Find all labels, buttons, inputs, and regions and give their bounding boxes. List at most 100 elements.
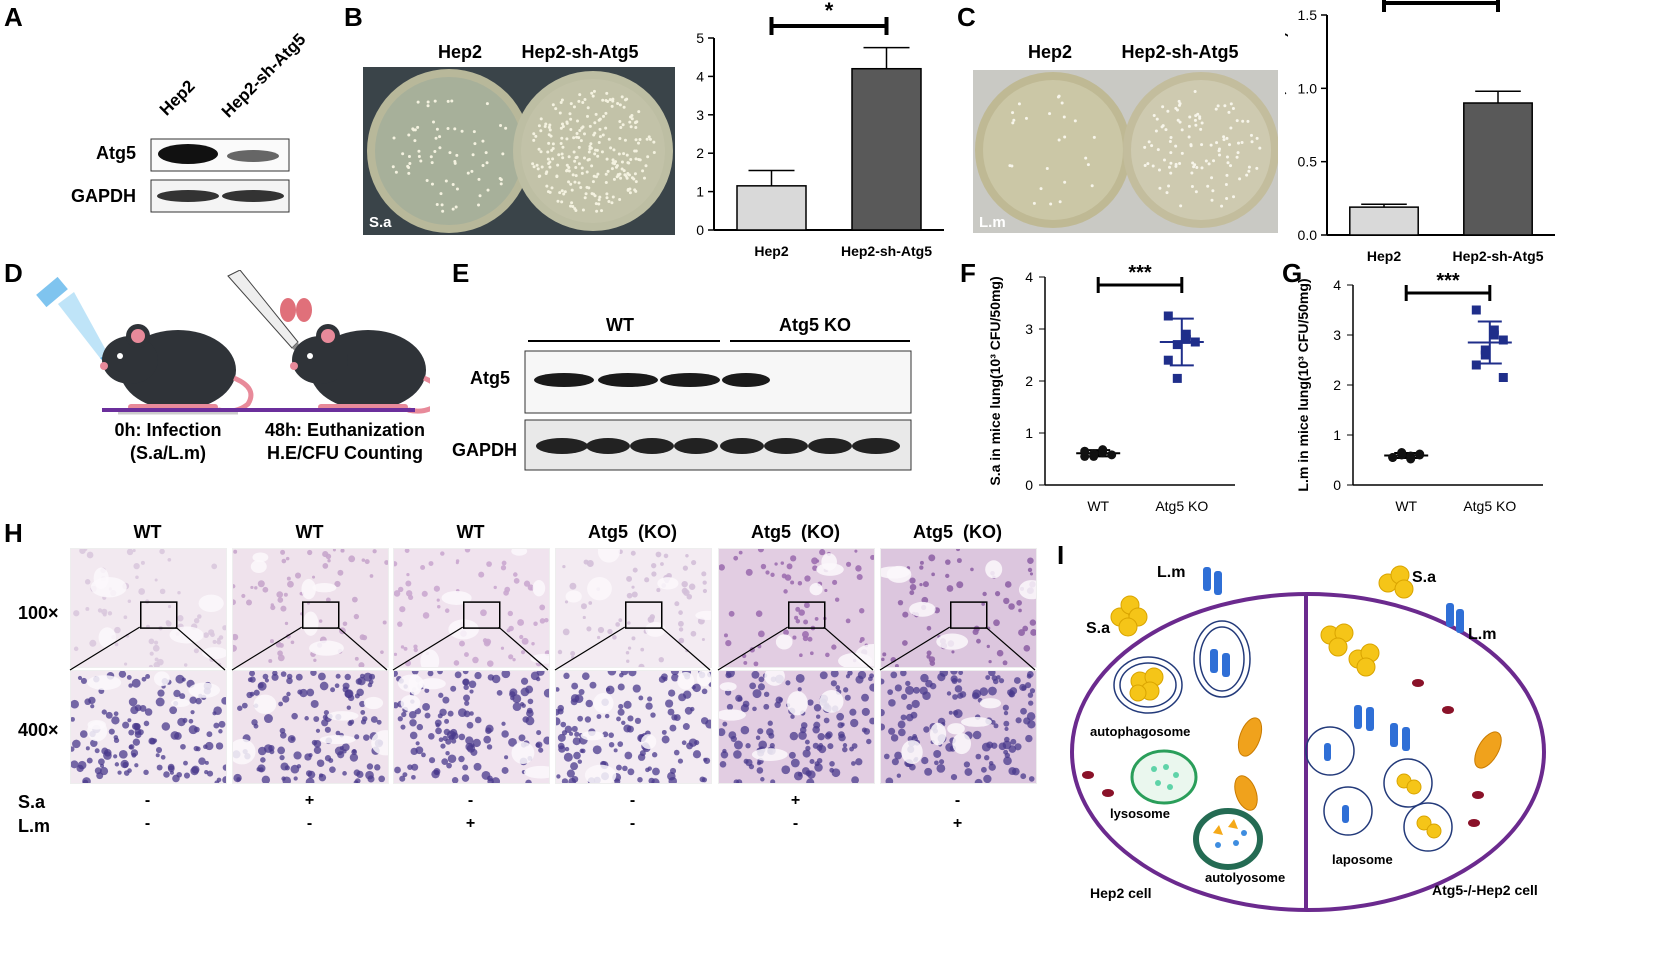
data-point bbox=[1489, 325, 1499, 335]
colony-dot bbox=[1232, 195, 1236, 199]
tissue-cell bbox=[566, 769, 575, 778]
tissue-cell bbox=[722, 721, 728, 727]
tissue-cell bbox=[359, 634, 366, 641]
panelH-sa-label: S.a bbox=[18, 792, 46, 812]
tissue-cell bbox=[233, 549, 238, 554]
tissue-cell bbox=[122, 721, 130, 729]
tissue-cell bbox=[625, 651, 630, 655]
tissue-cell bbox=[922, 691, 931, 700]
tissue-cell bbox=[775, 696, 783, 704]
tissue-space bbox=[87, 720, 108, 742]
panelB-plate-label-hep2: Hep2 bbox=[437, 42, 482, 62]
tissue-cell bbox=[459, 640, 465, 647]
colony-dot bbox=[419, 159, 423, 163]
tissue-cell bbox=[72, 739, 81, 749]
colony-dot bbox=[1062, 115, 1066, 119]
tissue-cell bbox=[253, 689, 260, 696]
tissue-cell bbox=[719, 761, 727, 768]
tissue-cell bbox=[468, 680, 477, 689]
tissue-cell bbox=[438, 692, 444, 698]
tissue-cell bbox=[742, 653, 747, 659]
tissue-cell bbox=[416, 723, 424, 731]
bar bbox=[1349, 206, 1419, 236]
colony-dot bbox=[629, 157, 633, 161]
tissue-cell bbox=[881, 723, 886, 731]
tissue-cell bbox=[572, 737, 581, 746]
tissue-cell bbox=[394, 702, 399, 709]
tissue-cell bbox=[384, 560, 388, 565]
tissue-cell bbox=[578, 688, 585, 695]
tissue-cell bbox=[626, 575, 633, 582]
colony-dot bbox=[577, 145, 581, 149]
tissue-cell bbox=[613, 748, 618, 753]
colony-dot bbox=[1222, 135, 1226, 139]
tissue-cell bbox=[825, 652, 830, 658]
colony-dot bbox=[652, 140, 656, 144]
colony-dot bbox=[532, 165, 536, 169]
colony-dot bbox=[450, 99, 454, 103]
tissue-cell bbox=[428, 733, 435, 740]
tissue-cell bbox=[249, 671, 256, 677]
tissue-cell bbox=[1008, 603, 1015, 610]
tissue-cell bbox=[851, 776, 859, 783]
colony-dot bbox=[1250, 140, 1254, 144]
tissue-cell bbox=[501, 766, 509, 774]
tissue-cell bbox=[583, 559, 589, 565]
colony-dot bbox=[401, 152, 405, 156]
tissue-cell bbox=[571, 682, 579, 690]
colony-dot bbox=[1223, 104, 1227, 108]
tissue-cell bbox=[409, 711, 417, 719]
tissue-cell bbox=[882, 652, 887, 657]
tissue-cell bbox=[813, 704, 822, 712]
panelC-plate-label-sh: Hep2-sh-Atg5 bbox=[1121, 42, 1239, 62]
tissue-cell bbox=[913, 686, 920, 694]
colony-dot bbox=[626, 187, 630, 191]
tissue-cell bbox=[170, 731, 180, 740]
panel-letter-a: A bbox=[4, 2, 23, 32]
colony-dot bbox=[581, 208, 585, 212]
colony-dot bbox=[604, 126, 608, 130]
tissue-cell bbox=[277, 746, 286, 755]
zoom-box bbox=[788, 601, 826, 629]
colony-dot bbox=[644, 164, 648, 168]
tissue-cell bbox=[517, 619, 525, 626]
tissue-cell bbox=[834, 597, 840, 602]
tissue-space bbox=[881, 566, 911, 579]
tissue-cell bbox=[881, 657, 885, 662]
tissue-cell bbox=[258, 682, 264, 689]
colony-dot bbox=[1200, 166, 1204, 170]
colony-dot bbox=[551, 142, 555, 146]
tissue-cell bbox=[154, 578, 158, 582]
tissue-cell bbox=[80, 677, 87, 684]
tissue-cell bbox=[885, 777, 894, 783]
tissue-cell bbox=[287, 580, 294, 588]
colony-dot bbox=[582, 156, 586, 160]
tissue-cell bbox=[855, 758, 863, 766]
colony-dot bbox=[637, 110, 641, 114]
panelI-right-lm: L.m bbox=[1468, 626, 1497, 643]
y-tick-label: 4 bbox=[1025, 269, 1033, 285]
tissue-cell bbox=[241, 702, 248, 709]
tissue-cell bbox=[970, 567, 974, 572]
colony-dot bbox=[1245, 173, 1249, 177]
tissue-cell bbox=[809, 651, 814, 656]
tissue-cell bbox=[428, 757, 436, 764]
colony-dot bbox=[434, 136, 438, 140]
tissue-cell bbox=[520, 687, 530, 697]
colony-dot bbox=[1174, 106, 1178, 110]
tissue-cell bbox=[951, 650, 955, 654]
colony-dot bbox=[537, 124, 541, 128]
histology-image-400x bbox=[718, 670, 875, 784]
colony-dot bbox=[569, 204, 573, 208]
tissue-cell bbox=[206, 731, 213, 738]
colony-dot bbox=[1176, 118, 1180, 122]
tissue-cell bbox=[638, 695, 644, 701]
histology-image-400x bbox=[232, 670, 389, 784]
colony-dot bbox=[596, 172, 600, 176]
tissue-cell bbox=[358, 662, 365, 667]
tissue-cell bbox=[809, 758, 815, 765]
tissue-cell bbox=[181, 677, 186, 682]
colony-dot bbox=[1174, 162, 1178, 166]
tissue-cell bbox=[795, 606, 801, 612]
tissue-cell bbox=[399, 606, 406, 613]
